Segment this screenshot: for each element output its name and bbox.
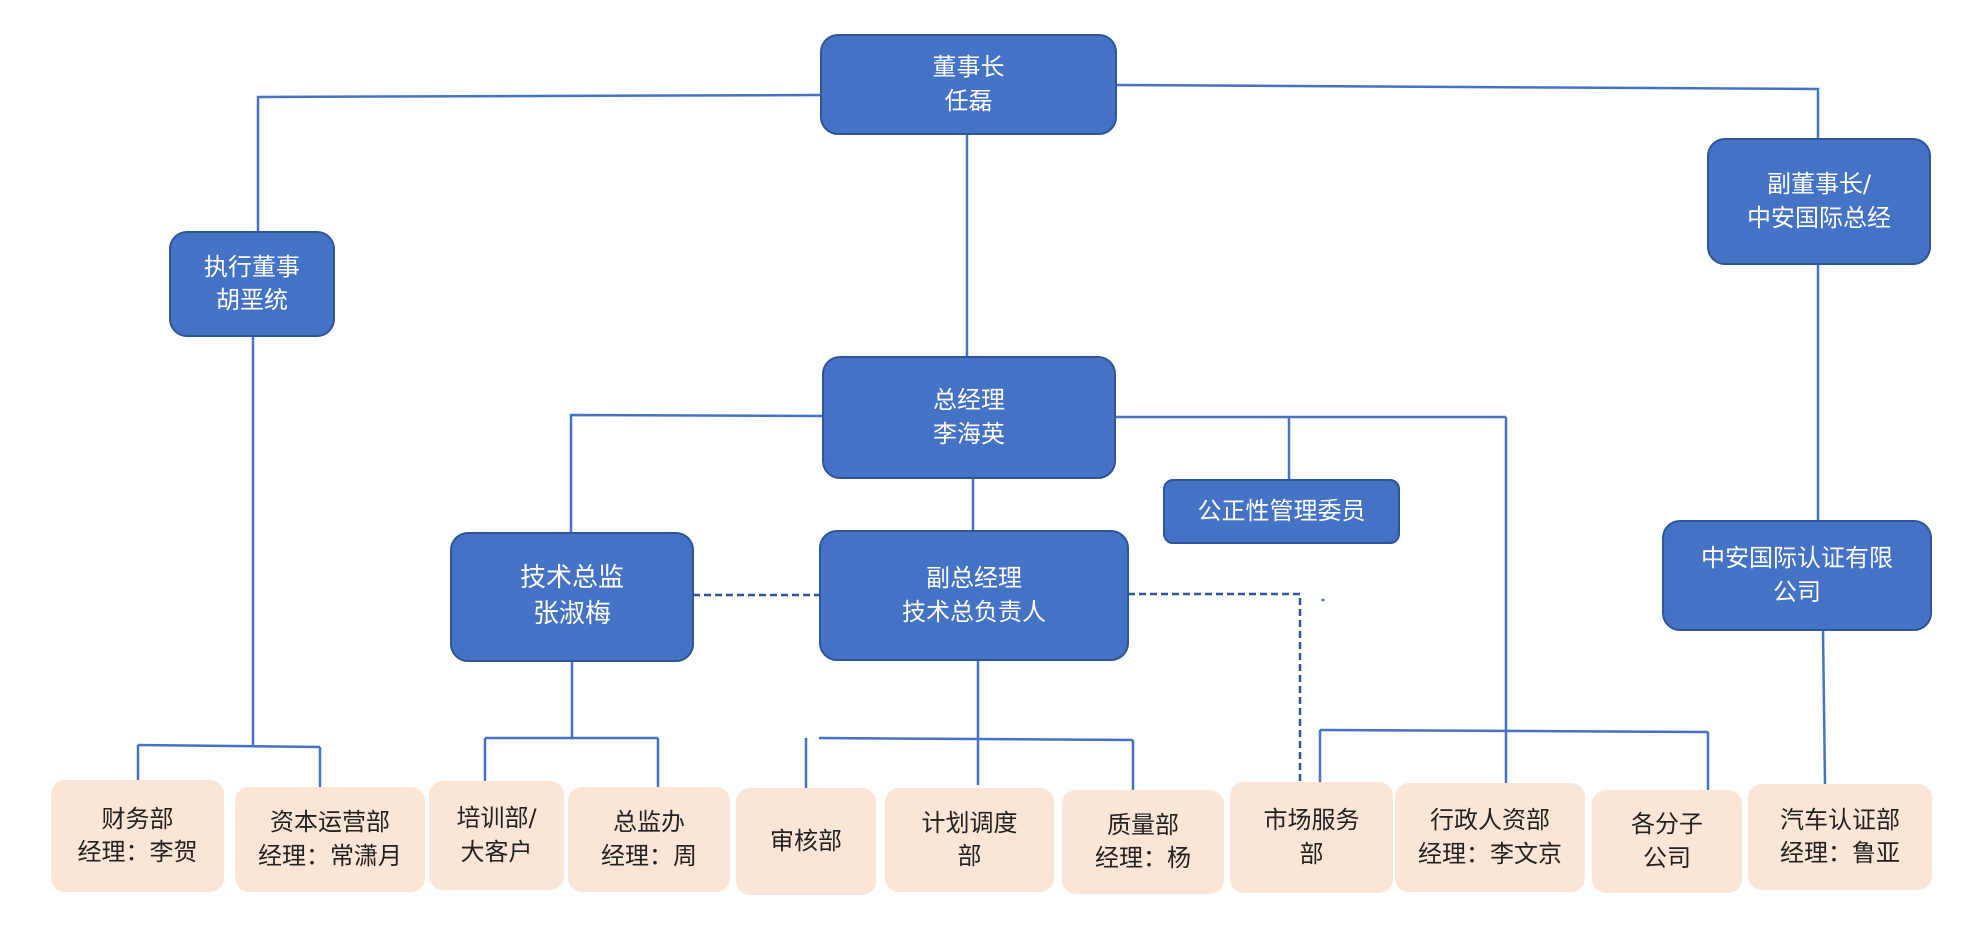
- department-name: 行政人资部: [1430, 806, 1550, 835]
- general-manager-name: 李海英: [933, 419, 1005, 448]
- department-name: 总监办: [613, 808, 685, 837]
- dashed-deputy-market: [1128, 592, 1302, 788]
- department-manager: 经理：李贺: [77, 838, 198, 866]
- vice-chairman-subtitle: 中安国际总经: [1747, 203, 1891, 232]
- stray-dot: [1321, 598, 1325, 602]
- zhongan-company-box[interactable]: 中安国际认证有限 公司: [1662, 520, 1932, 631]
- bus-finance: [137, 743, 321, 749]
- department-director-office[interactable]: 总监办 经理：周: [568, 787, 730, 892]
- bus-audit: [818, 736, 1134, 742]
- connector-chairman-exec: [256, 93, 821, 232]
- technical-director-name: 张淑梅: [532, 599, 611, 629]
- impartiality-committee-label: 公正性管理委员: [1197, 496, 1366, 525]
- department-subname: 大客户: [460, 837, 533, 866]
- connector-gm-techdir: [569, 413, 823, 533]
- department-manager: 经理：李文京: [1418, 839, 1562, 868]
- department-name: 财务部: [101, 804, 174, 833]
- department-name: 汽车认证部: [1780, 805, 1900, 834]
- executive-director-title: 执行董事: [204, 252, 300, 281]
- chairman-name: 任磊: [944, 86, 993, 115]
- department-subname: 公司: [1643, 843, 1691, 872]
- department-branches[interactable]: 各分子 公司: [1592, 790, 1742, 893]
- general-manager-box[interactable]: 总经理 李海英: [822, 356, 1116, 479]
- deputy-general-manager-role: 技术总负责人: [902, 597, 1046, 626]
- department-manager: 经理：常潇月: [258, 841, 402, 870]
- department-quality[interactable]: 质量部 经理：杨: [1062, 790, 1224, 894]
- executive-director-name: 胡垩统: [216, 286, 288, 314]
- department-manager: 经理：鲁亚: [1780, 839, 1900, 867]
- connector-company-auto: [1821, 629, 1827, 786]
- deputy-general-manager-title: 副总经理: [926, 564, 1022, 593]
- technical-director-title: 技术总监: [519, 563, 624, 594]
- department-subname: 部: [1299, 839, 1324, 868]
- chairman-title: 董事长: [932, 53, 1005, 82]
- department-audit[interactable]: 审核部: [736, 788, 876, 895]
- department-training[interactable]: 培训部/ 大客户: [429, 781, 564, 890]
- connector-chairman-vice: [1115, 83, 1820, 138]
- department-capital-operations[interactable]: 资本运营部 经理：常潇月: [235, 787, 425, 892]
- department-name: 质量部: [1107, 810, 1179, 839]
- department-market-services[interactable]: 市场服务 部: [1230, 782, 1393, 893]
- department-manager: 经理：周: [601, 841, 697, 870]
- executive-director-box[interactable]: 执行董事 胡垩统: [169, 231, 335, 337]
- department-admin-hr[interactable]: 行政人资部 经理：李文京: [1395, 783, 1585, 892]
- technical-director-box[interactable]: 技术总监 张淑梅: [450, 532, 694, 662]
- impartiality-committee-box[interactable]: 公正性管理委员: [1163, 479, 1400, 544]
- department-subname: 部: [957, 842, 982, 870]
- department-name: 资本运营部: [270, 808, 390, 837]
- department-auto-certification[interactable]: 汽车认证部 经理：鲁亚: [1748, 784, 1932, 890]
- department-name: 审核部: [770, 826, 842, 855]
- department-name: 计划调度: [921, 808, 1018, 837]
- department-planning[interactable]: 计划调度 部: [885, 788, 1054, 892]
- vice-chairman-title: 副董事长/: [1766, 170, 1872, 199]
- chairman-box[interactable]: 董事长 任磊: [820, 34, 1117, 135]
- vice-chairman-box[interactable]: 副董事长/ 中安国际总经: [1707, 138, 1931, 265]
- department-name: 培训部/: [456, 804, 537, 833]
- zhongan-company-line2: 公司: [1773, 577, 1821, 606]
- department-name: 市场服务: [1263, 806, 1360, 835]
- zhongan-company-line1: 中安国际认证有限: [1701, 544, 1893, 573]
- department-name: 各分子: [1631, 810, 1703, 839]
- general-manager-title: 总经理: [933, 386, 1005, 415]
- bus-right: [1319, 728, 1709, 734]
- department-finance[interactable]: 财务部 经理：李贺: [51, 780, 224, 892]
- department-manager: 经理：杨: [1095, 844, 1191, 872]
- deputy-general-manager-box[interactable]: 副总经理 技术总负责人: [819, 530, 1129, 661]
